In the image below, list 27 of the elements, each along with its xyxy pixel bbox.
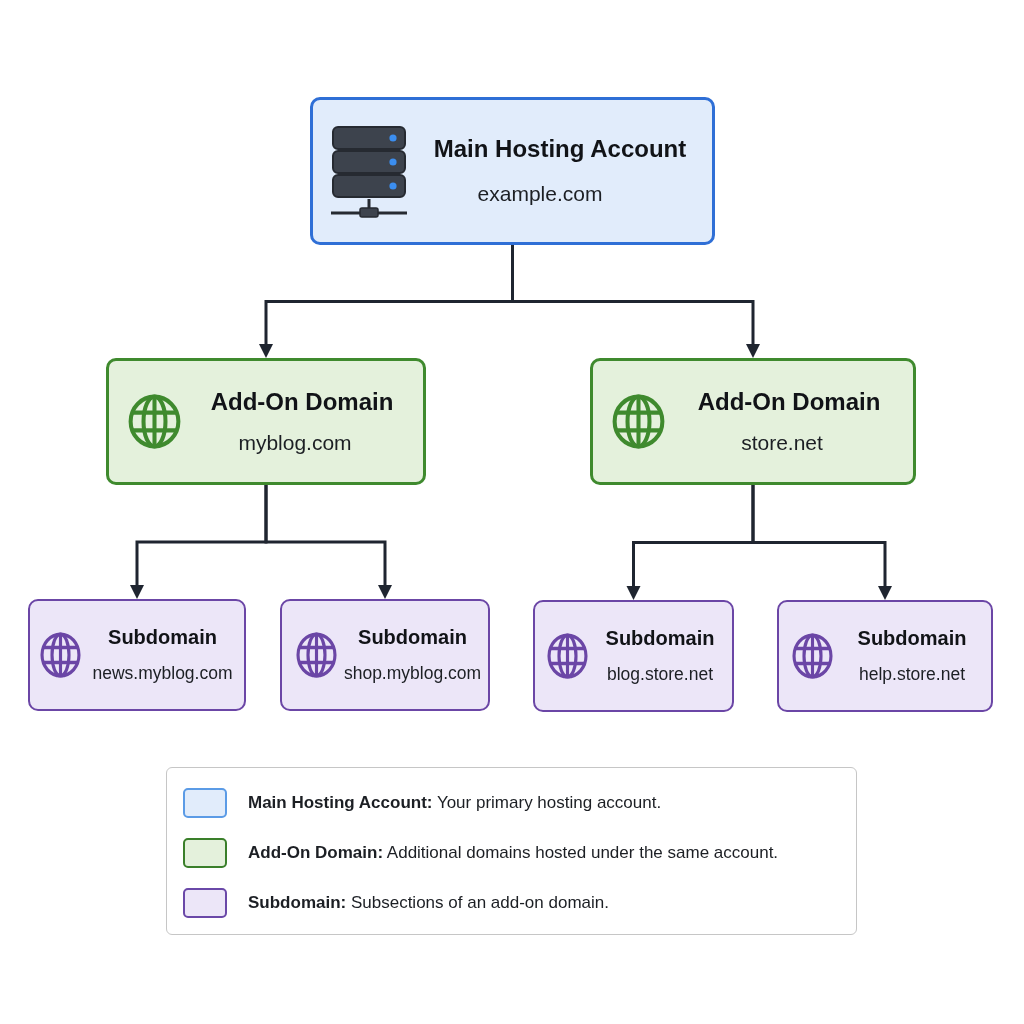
domain-name: myblog.com	[238, 429, 352, 456]
node-title: Subdomain	[857, 626, 967, 652]
domain-name: store.net	[741, 429, 823, 456]
arrow	[511, 245, 760, 358]
legend-text: Add-On Domain: Additional domains hosted under the same account.	[248, 842, 779, 865]
account-box	[310, 97, 715, 245]
node-title: Add-On Domain	[697, 386, 881, 417]
subdomain-box	[777, 600, 993, 712]
domain-name: shop.myblog.com	[343, 663, 482, 685]
domain-name: help.store.net	[858, 664, 965, 686]
node-title: Subdomain	[108, 625, 217, 651]
domain-box	[590, 358, 916, 485]
arrow	[751, 485, 892, 600]
subdomain-box	[28, 599, 246, 711]
arrow	[264, 485, 392, 599]
node-title: Subdomain	[358, 625, 467, 651]
node-title: Main Hosting Account	[433, 134, 687, 165]
legend-text: Main Hosting Account: Your primary hosting account.	[248, 792, 662, 815]
subdomain-box	[533, 600, 734, 712]
domain-name: example.com	[477, 181, 603, 208]
node-title: Subdomain	[605, 626, 715, 652]
node-title: Add-On Domain	[210, 386, 394, 417]
domain-box	[106, 358, 426, 485]
legend-text: Subdomain: Subsections of an add-on domain.	[248, 892, 609, 915]
subdomain-box	[280, 599, 490, 711]
domain-name: blog.store.net	[606, 664, 713, 686]
domain-name: news.myblog.com	[92, 663, 233, 685]
